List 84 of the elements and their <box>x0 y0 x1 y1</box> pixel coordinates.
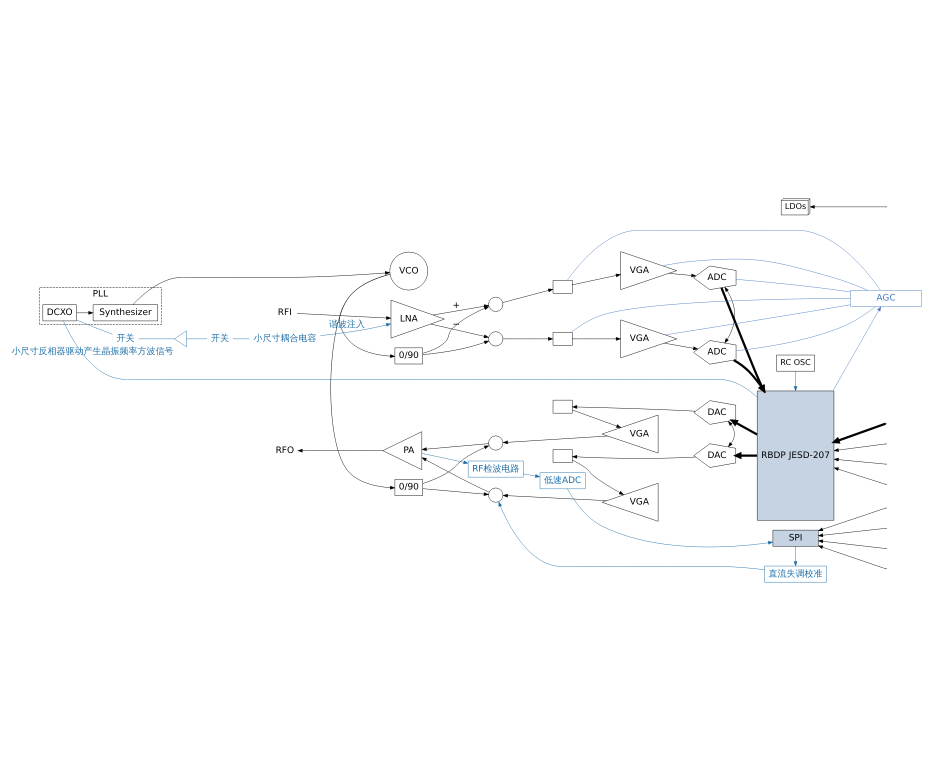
arrow <box>730 419 758 436</box>
connector <box>232 338 250 340</box>
node-box: 0/90 <box>394 479 423 496</box>
arrow <box>810 205 886 209</box>
arrow <box>498 502 765 570</box>
node-box <box>552 400 573 414</box>
node-box: SPI <box>772 530 818 547</box>
arrow <box>664 342 698 350</box>
arrow <box>818 508 886 532</box>
connector <box>76 320 113 334</box>
arrow <box>320 323 392 336</box>
arrow <box>572 405 696 412</box>
connector <box>664 304 851 336</box>
node-text: RFO <box>276 446 294 456</box>
node-text: 开关 <box>210 334 229 344</box>
arrow <box>668 273 696 278</box>
connector <box>570 298 851 333</box>
arrow <box>728 421 735 448</box>
node-circle <box>488 296 504 312</box>
edge-label: + <box>452 300 460 311</box>
arrow <box>76 311 94 315</box>
arrow <box>794 546 798 566</box>
node-box: RC OSC <box>776 354 815 372</box>
arrow <box>818 546 886 569</box>
arrow <box>832 306 882 392</box>
connector <box>138 338 174 340</box>
connector <box>186 338 208 340</box>
arrow <box>502 288 554 303</box>
arrow <box>502 494 607 501</box>
arrow <box>430 324 489 338</box>
arrow <box>794 371 798 392</box>
arrow <box>572 460 624 495</box>
node-circle <box>488 488 504 503</box>
node-box: RF检波电路 <box>468 460 524 478</box>
arrow <box>422 453 468 464</box>
arrow <box>818 540 886 549</box>
connector <box>736 306 876 351</box>
arrow <box>572 337 621 341</box>
arrow <box>298 448 383 452</box>
node-circle: VCO <box>390 252 428 290</box>
arrow <box>733 452 758 460</box>
arrow <box>422 443 489 451</box>
arrow <box>330 274 396 490</box>
arrow <box>724 286 735 344</box>
arrow <box>572 274 621 286</box>
arrow <box>422 488 489 496</box>
node-box: 直流失调校准 <box>764 566 827 582</box>
node-box <box>552 332 573 346</box>
node-box: 低速ADC <box>540 472 586 490</box>
node-box: DCXO <box>42 304 77 322</box>
node-box: Synthesizer <box>92 304 158 322</box>
arrow <box>422 445 490 484</box>
arrow <box>296 313 392 320</box>
arrow <box>422 457 490 492</box>
arrow <box>818 528 886 538</box>
arrow <box>132 271 390 305</box>
arrow <box>831 422 886 444</box>
arrow <box>572 410 622 428</box>
node-box: 0/90 <box>394 348 423 364</box>
arrow <box>422 306 490 354</box>
node-text: 开关 <box>116 334 134 344</box>
node-circle <box>488 436 504 450</box>
arrow <box>834 467 886 485</box>
node-box: AGC <box>850 290 922 307</box>
arrow <box>834 444 886 452</box>
arrow <box>523 474 540 478</box>
arrow <box>834 458 886 464</box>
arrow <box>502 337 554 341</box>
node-text: 小尺寸耦合电容 <box>253 334 316 344</box>
node-box: RBDP JESD-207 <box>756 390 834 520</box>
arrow <box>567 488 774 548</box>
arrow <box>572 455 696 459</box>
node-label: 小尺寸反相器驱动产生晶振频率方波信号 <box>11 347 174 358</box>
node-text: RFI <box>278 308 292 318</box>
connector <box>736 279 851 292</box>
node-box <box>552 280 573 294</box>
node-circle <box>488 331 504 346</box>
connector <box>662 258 868 291</box>
node-box <box>552 449 573 463</box>
arrow <box>422 340 490 355</box>
connector <box>567 230 881 291</box>
arrow <box>502 436 608 444</box>
connector <box>63 320 758 398</box>
edge-label: − <box>452 320 460 330</box>
